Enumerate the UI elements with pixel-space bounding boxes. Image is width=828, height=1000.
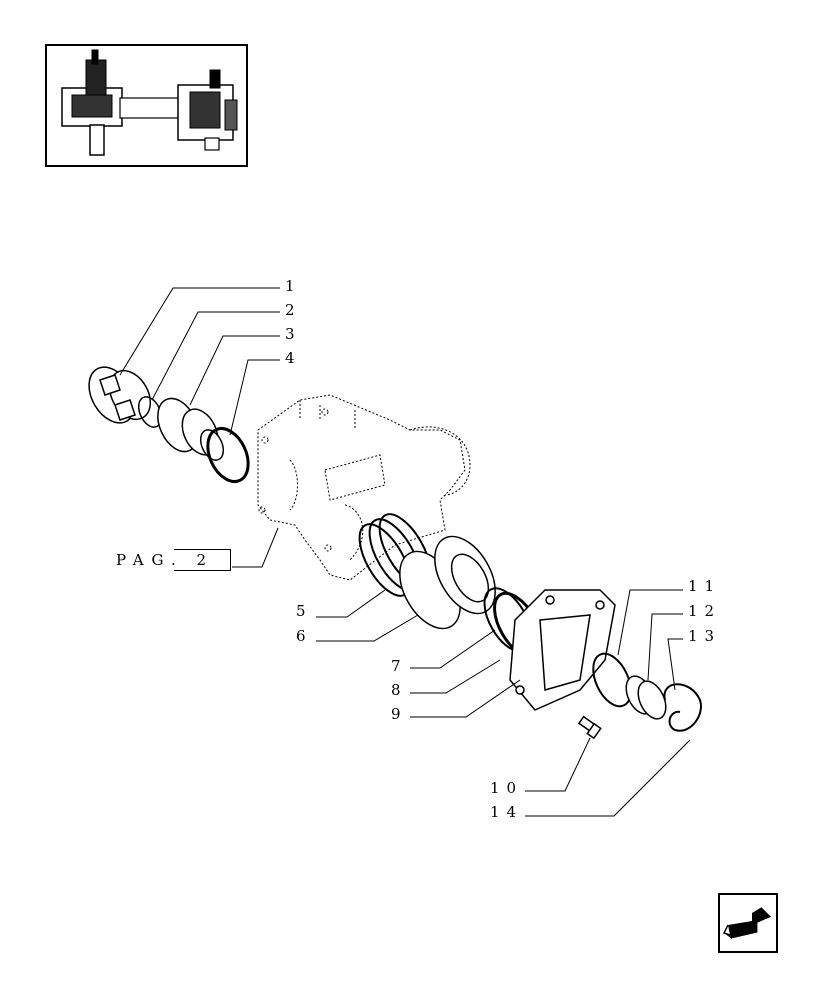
callout-5[interactable]: 5	[296, 602, 313, 620]
callout-11[interactable]: 11	[688, 577, 722, 595]
page-ref-link[interactable]: PAG. 2	[116, 551, 215, 569]
circlip	[663, 683, 702, 732]
bolt	[577, 715, 602, 740]
callout-12[interactable]: 12	[688, 602, 722, 620]
callout-10[interactable]: 10	[490, 779, 524, 797]
callout-14[interactable]: 14	[490, 803, 524, 821]
spline-shaft	[625, 675, 667, 720]
callout-9[interactable]: 9	[391, 705, 408, 723]
axle-assembly-thumbnail-icon[interactable]	[45, 44, 248, 167]
leader-lines	[119, 287, 691, 817]
callout-7[interactable]: 7	[391, 657, 408, 675]
callout-8[interactable]: 8	[391, 681, 408, 699]
castle-nut	[88, 366, 152, 424]
callout-3[interactable]: 3	[285, 325, 302, 343]
page-ref-box	[174, 549, 231, 571]
callout-1[interactable]: 1	[285, 277, 302, 295]
cover-housing	[509, 589, 616, 711]
callout-4[interactable]: 4	[285, 349, 302, 367]
axle-housing	[257, 394, 471, 581]
callout-2[interactable]: 2	[285, 301, 302, 319]
callout-13[interactable]: 13	[688, 627, 722, 645]
bearing-ring	[206, 427, 250, 483]
bearing	[157, 397, 225, 461]
seal-sleeve	[399, 535, 496, 630]
callout-6[interactable]: 6	[296, 627, 313, 645]
back-arrow-icon[interactable]	[718, 893, 778, 953]
seal-ring	[592, 652, 632, 708]
